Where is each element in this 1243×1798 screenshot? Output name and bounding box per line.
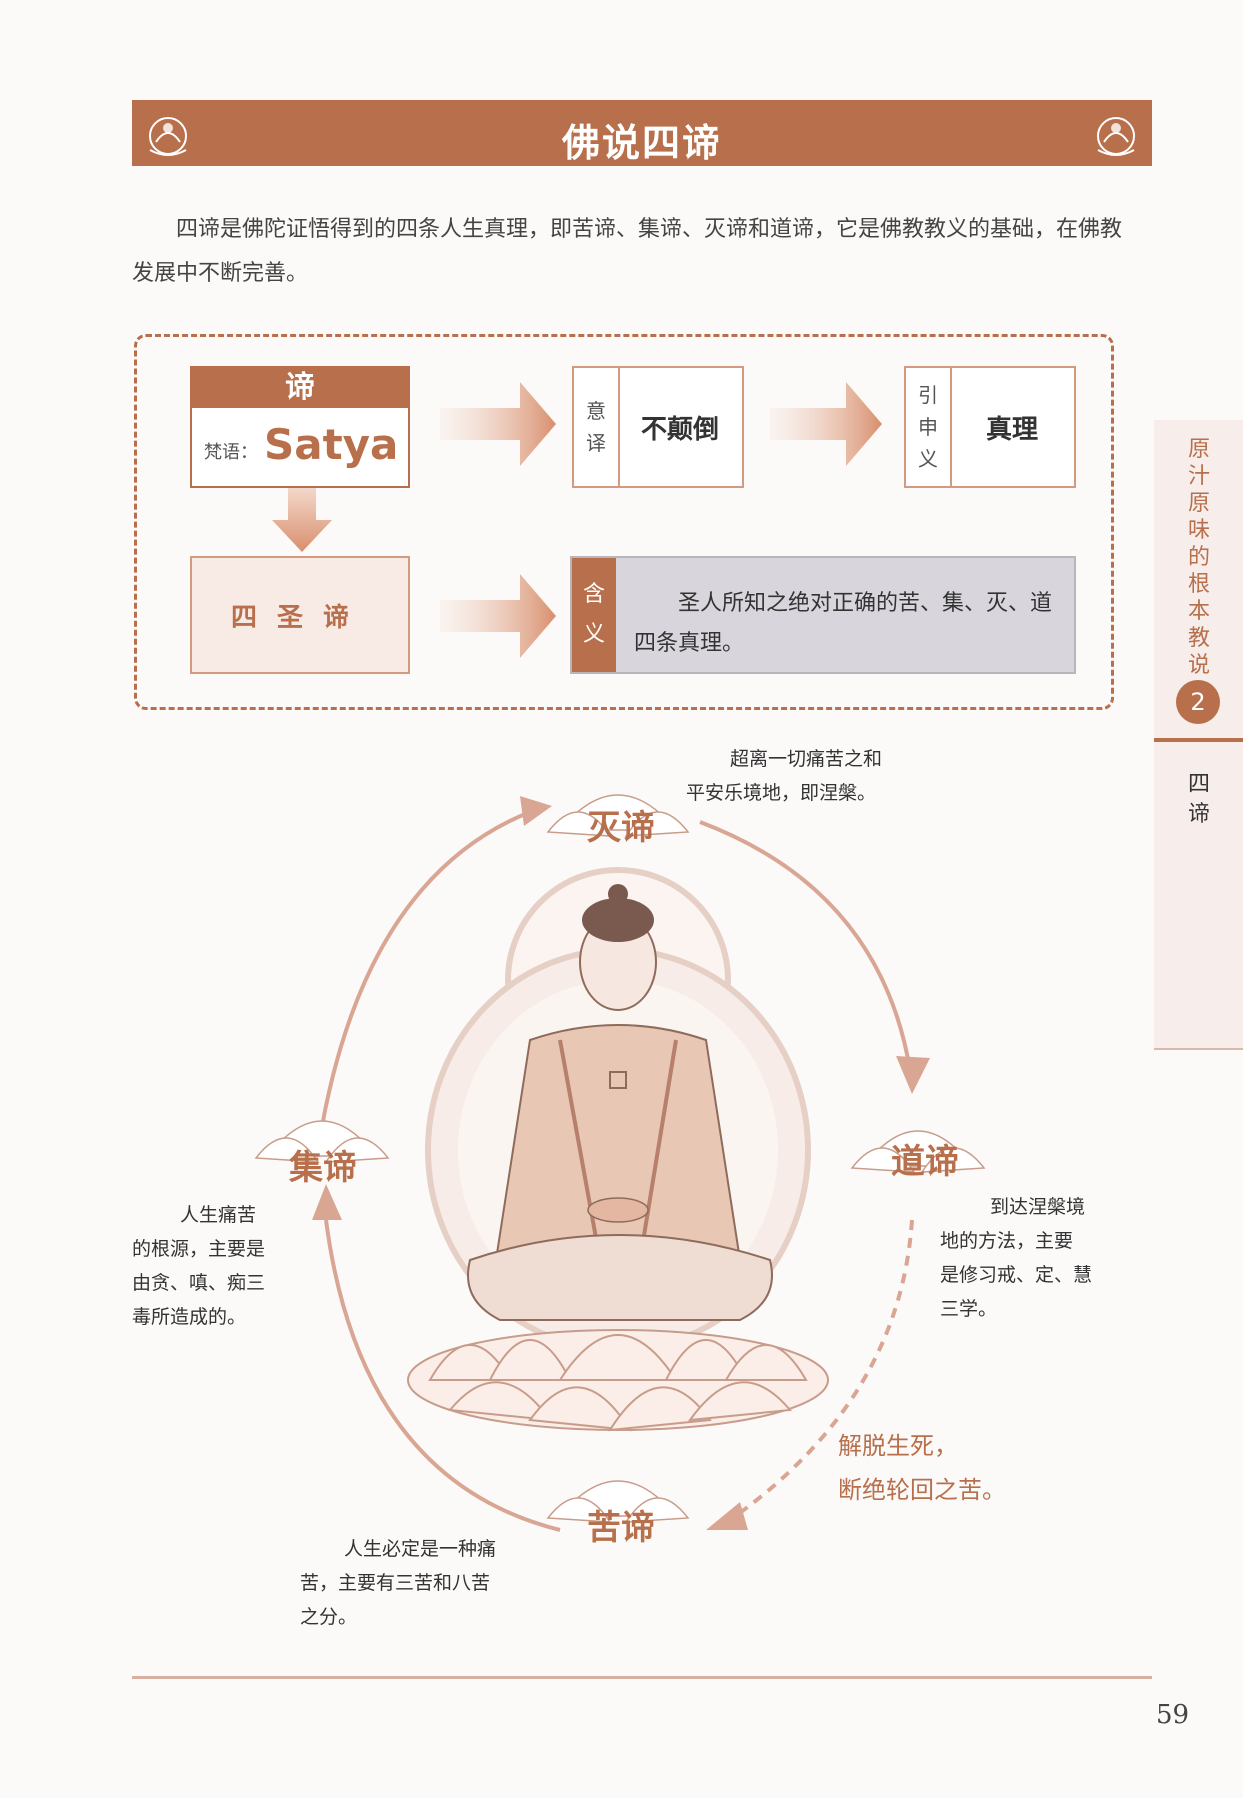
arrow-head xyxy=(312,1184,342,1220)
node-dao: 道谛 xyxy=(850,1124,1000,1194)
lotus-moon-ornament-icon xyxy=(149,117,187,156)
arrow-right-1 xyxy=(440,382,556,466)
arrow-ku-to-ji xyxy=(324,1219,561,1532)
translation-label: 意 译 xyxy=(574,368,620,486)
lotus-node-decor xyxy=(254,794,986,1523)
concept-arrows xyxy=(272,382,882,658)
arrow-ji-to-mie xyxy=(316,810,531,1151)
extended-meaning-box: 引 申 义 真理 xyxy=(904,366,1076,488)
four-noble-truths-box: 四圣谛 xyxy=(190,556,410,674)
four-truths-cycle-diagram xyxy=(254,794,986,1532)
caption-mie: 超离一切痛苦之和 平安乐境地，即涅槃。 xyxy=(686,748,883,804)
release-caption: 解脱生死， 断绝轮回之苦。 xyxy=(838,1432,1006,1504)
translation-value: 不颠倒 xyxy=(640,414,719,445)
caption-ku: 人生必定是一种痛 苦，主要有三苦和八苦 之分。 xyxy=(300,1538,497,1628)
page-title: 佛说四谛 xyxy=(561,121,722,165)
satya-heading: 谛 xyxy=(192,368,408,408)
arrow-mie-to-dao xyxy=(699,820,912,1071)
sanskrit-word: Satya xyxy=(264,420,399,469)
extended-meaning-value: 真理 xyxy=(985,414,1038,445)
lotus-moon-ornament-icon xyxy=(1097,117,1135,156)
node-ji-label: 集谛 xyxy=(289,1148,357,1188)
arrow-head xyxy=(520,796,552,826)
node-ku-label: 苦谛 xyxy=(587,1508,655,1548)
section-label: 四谛 xyxy=(1187,772,1210,827)
caption-ji: 人生痛苦 的根源，主要是 由贪、嗔、痴三 毒所造成的。 xyxy=(132,1204,266,1328)
footer-rule xyxy=(132,1676,1152,1679)
arrow-head xyxy=(706,1502,748,1530)
arrow-right-2 xyxy=(770,382,882,466)
chapter-title-vertical: 原汁原味的根本教说 xyxy=(1187,437,1210,678)
node-ku: 苦谛 xyxy=(546,1490,696,1560)
meaning-text: 圣人所知之绝对正确的苦、集、灭、道四条真理。 xyxy=(634,591,1053,656)
sanskrit-label: 梵语： xyxy=(204,442,258,463)
extended-meaning-label: 引 申 义 xyxy=(906,368,952,486)
intro-paragraph: 四谛是佛陀证悟得到的四条人生真理，即苦谛、集谛、灭谛和道谛，它是佛教教义的基础，… xyxy=(132,217,1123,286)
translation-box: 意 译 不颠倒 xyxy=(572,366,744,488)
title-band: 佛说四谛 xyxy=(132,100,1152,166)
meaning-label: 含 义 xyxy=(572,558,616,672)
concept-box xyxy=(134,334,1114,710)
page-number: 59 xyxy=(1156,1700,1190,1730)
sidebar-divider-light xyxy=(1154,1048,1243,1050)
chapter-number-badge: 2 xyxy=(1176,680,1220,724)
chapter-sidebar xyxy=(1154,420,1243,1050)
buddha-illustration xyxy=(407,867,829,1432)
arrow-right-3 xyxy=(440,574,556,658)
arrow-head xyxy=(896,1056,930,1094)
sidebar-divider xyxy=(1154,738,1243,742)
satya-box: 谛 梵语： Satya xyxy=(190,366,410,488)
node-dao-label: 道谛 xyxy=(891,1142,959,1182)
meaning-box: 含 义 圣人所知之绝对正确的苦、集、灭、道四条真理。 xyxy=(570,556,1076,674)
node-mie-label: 灭谛 xyxy=(587,808,655,848)
node-mie: 灭谛 xyxy=(546,790,696,860)
arrow-dao-to-ku xyxy=(728,1219,914,1522)
caption-dao: 到达涅槃境 地的方法，主要 是修习戒、定、慧 三学。 xyxy=(940,1196,1093,1320)
arrow-down xyxy=(272,488,332,552)
node-ji: 集谛 xyxy=(248,1130,398,1200)
